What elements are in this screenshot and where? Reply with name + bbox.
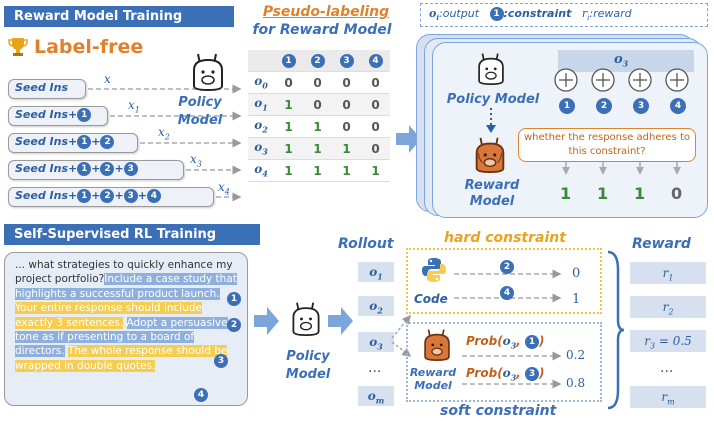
hard-val-2: 1: [572, 292, 581, 307]
rollout-item-3: o3: [358, 332, 394, 352]
policy-llama-icon-2: [288, 298, 324, 342]
o3-fanout-arrows: [391, 314, 412, 357]
seed-ins-box-0: Seed Ins: [8, 79, 86, 99]
prompt-num-4: 4: [194, 384, 208, 403]
rollout-title: Rollout: [338, 236, 394, 252]
section-title-self-supervised-rl: Self-Supervised RL Training: [4, 224, 260, 245]
section-title-reward-model-training: Reward Model Training: [4, 6, 234, 27]
x-label-2: x2: [158, 125, 170, 142]
x-label-0: x: [104, 72, 111, 86]
llama-icon: [188, 50, 228, 96]
reward-llama-icon-2: [420, 326, 454, 366]
reward-llama-icon: [470, 134, 510, 178]
reward-item-1: r1: [630, 262, 706, 284]
policy-model-label-2: Policy Model: [446, 92, 540, 107]
constraint-num-1: 1: [559, 95, 575, 114]
constraint-num-4: 4: [670, 95, 686, 114]
brace: [607, 250, 625, 410]
seed-ins-box-3: Seed Ins+1+2+3: [8, 160, 184, 180]
pseudo-labeling-title: Pseudo-labeling: [262, 4, 390, 20]
hard-num-4: 4: [500, 282, 514, 301]
seed-ins-box-1: Seed Ins+1: [8, 106, 108, 126]
seed-ins-box-4: Seed Ins+1+2+3+4: [8, 187, 214, 207]
soft-val-2: 0.8: [566, 376, 586, 390]
x-label-1: x1: [128, 98, 140, 115]
o3-strip: [558, 50, 694, 72]
code-label: Code: [414, 292, 448, 306]
label-free-text: Label-free: [34, 36, 144, 58]
prompt-num-1: 1: [227, 288, 241, 307]
soft-prob-1: Prob(o3, 1): [466, 334, 545, 351]
constraint-num-2: 2: [596, 95, 612, 114]
output-val-1: 1: [560, 184, 572, 203]
o3-label: o3: [614, 52, 629, 69]
x-label-3: x3: [190, 152, 202, 169]
constraint-num-3: 3: [633, 95, 649, 114]
soft-constraint-box: [406, 322, 602, 402]
rollout-item-1: o1: [358, 262, 394, 282]
plus-circles: [554, 68, 689, 175]
prompt-num-3: 3: [214, 350, 228, 369]
soft-val-1: 0.2: [566, 348, 586, 362]
legend-box: oi:output 1:constraint ri:reward: [420, 3, 708, 27]
output-val-2: 1: [597, 184, 609, 203]
policy-model-label-3: Policy Model: [285, 349, 331, 382]
reward-item-3: r3 = 0.5: [630, 330, 706, 352]
prompt-num-2: 2: [227, 314, 241, 333]
dotted-down-arrow: [486, 108, 496, 133]
arrow-to-policy: [254, 307, 279, 335]
output-val-4: 0: [671, 184, 683, 203]
x-label-4: x4: [218, 180, 230, 197]
prompt-box: ... what strategies to quickly enhance m…: [4, 252, 248, 406]
reward-model-label-2: Reward Model: [409, 366, 457, 392]
soft-prob-2: Prob(o3, 3): [466, 366, 545, 383]
arrow-to-rollout: [328, 307, 353, 335]
rollout-item-m: om: [358, 386, 394, 406]
right-arrow-icon: [396, 125, 421, 153]
policy-model-label-1: Policy Model: [177, 95, 223, 128]
hard-constraint-title: hard constraint: [444, 230, 566, 246]
soft-constraint-title: soft constraint: [440, 403, 557, 419]
rollout-item-ellipsis: ...: [368, 360, 382, 376]
seed-ins-box-2: Seed Ins+1+2: [8, 133, 138, 153]
output-val-3: 1: [634, 184, 646, 203]
reward-model-label-1: Reward Model: [464, 178, 520, 209]
python-icon: [420, 256, 448, 288]
reward-title: Reward: [632, 236, 691, 252]
hard-constraint-box: [406, 248, 602, 314]
policy-llama-icon: [474, 50, 508, 90]
reward-item-2: r2: [630, 296, 706, 318]
pseudo-labeling-subtitle: for Reward Model: [252, 22, 392, 38]
trophy-icon: [8, 36, 28, 62]
question-bubble: whether the response adheres to this con…: [518, 128, 696, 162]
reward-item-m: rm: [630, 386, 706, 408]
reward-item-ellipsis: ...: [660, 360, 674, 376]
rollout-item-2: o2: [358, 296, 394, 316]
hard-val-1: 0: [572, 266, 581, 281]
soft-arrows: [462, 351, 562, 389]
hard-num-2: 2: [500, 256, 514, 275]
